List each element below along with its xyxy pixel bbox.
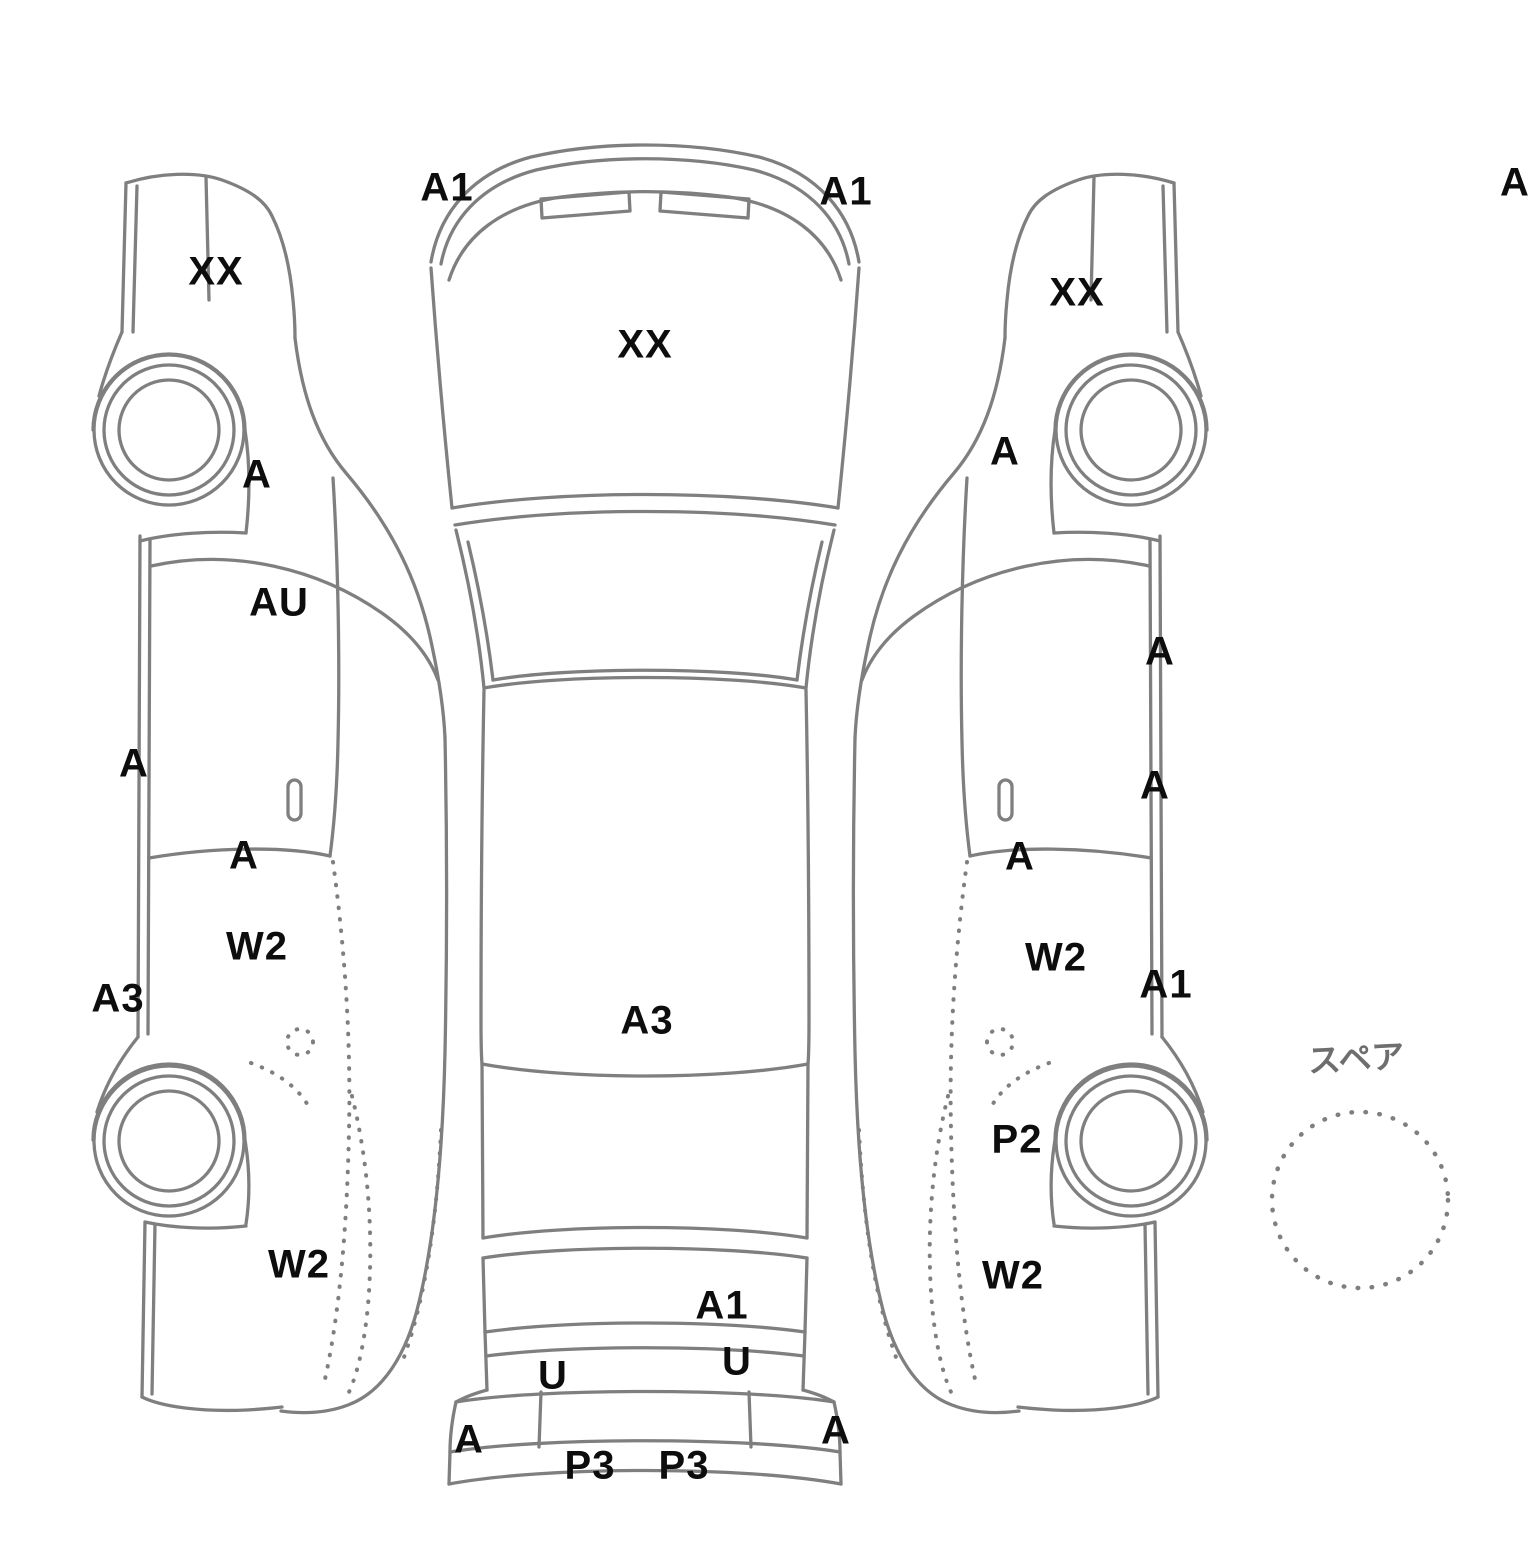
damage-marker-u: U xyxy=(538,1353,568,1398)
damage-marker-p2: P2 xyxy=(991,1117,1043,1162)
damage-marker-a3: A3 xyxy=(620,998,674,1043)
damage-marker-a: A xyxy=(1500,160,1530,205)
top-view-outline xyxy=(429,143,861,1486)
damage-marker-a: A xyxy=(242,452,272,497)
left-side-view-outline xyxy=(91,172,449,1415)
damage-marker-w2: W2 xyxy=(226,924,288,969)
damage-marker-a: A xyxy=(1140,763,1170,808)
damage-marker-xx: XX xyxy=(617,322,673,367)
damage-marker-a1: A1 xyxy=(1139,962,1193,1007)
damage-marker-au: AU xyxy=(249,580,309,625)
damage-marker-a: A xyxy=(990,429,1020,474)
damage-marker-w2: W2 xyxy=(1025,935,1087,980)
damage-marker-w2: W2 xyxy=(268,1242,330,1287)
damage-marker-p3: P3 xyxy=(658,1443,710,1488)
damage-marker-a: A xyxy=(1005,834,1035,879)
damage-marker-a1: A1 xyxy=(420,165,474,210)
damage-marker-p3: P3 xyxy=(564,1443,616,1488)
damage-marker-a: A xyxy=(454,1417,484,1462)
damage-marker-a3: A3 xyxy=(91,976,145,1021)
damage-marker-xx: XX xyxy=(188,249,244,294)
damage-marker-a: A xyxy=(119,741,149,786)
damage-marker-a1: A1 xyxy=(819,169,873,214)
damage-marker-a: A xyxy=(229,833,259,878)
damage-marker-u: U xyxy=(722,1339,752,1384)
spare-tire-outline xyxy=(1269,1109,1451,1291)
damage-marker-w2: W2 xyxy=(982,1253,1044,1298)
damage-marker-a1: A1 xyxy=(695,1283,749,1328)
damage-marker-xx: XX xyxy=(1049,270,1105,315)
damage-marker-a: A xyxy=(821,1408,851,1453)
damage-marker-a: A xyxy=(1145,629,1175,674)
spare-tire-label: スペア xyxy=(1306,1037,1406,1080)
